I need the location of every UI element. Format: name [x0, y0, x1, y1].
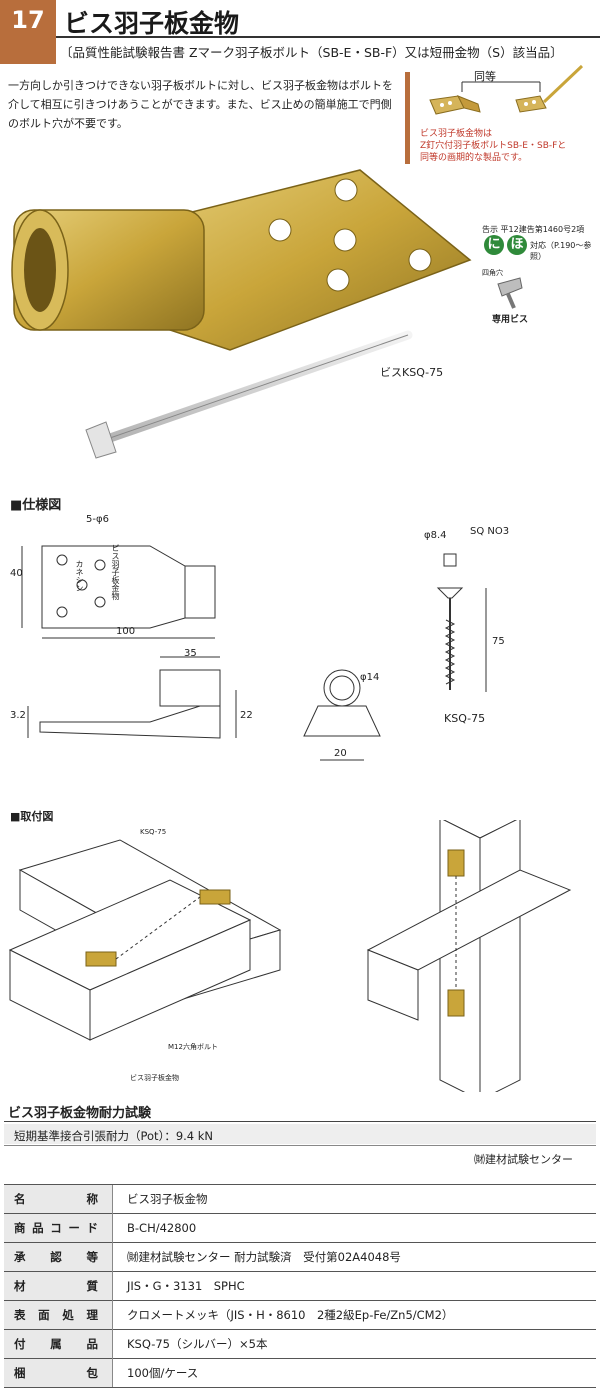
screw-label: ビスKSQ-75: [380, 366, 444, 379]
spec-value: B-CH/42800: [112, 1213, 596, 1243]
spec-key: 表面処理: [4, 1300, 113, 1330]
dim-3-2: 3.2: [10, 710, 26, 721]
screw-ksq-75: [85, 330, 413, 459]
dim-phi8-4: φ8.4: [424, 530, 447, 541]
test-divider-top: [4, 1121, 596, 1122]
spec-value: ビス羽子板金物: [112, 1184, 596, 1214]
dim-75: 75: [492, 636, 505, 647]
plate-mark-product: ビス羽子板金物: [111, 544, 120, 600]
dim-40: 40: [10, 568, 23, 579]
sq-no3: SQ NO3: [470, 526, 510, 537]
spec-key: 梱包: [4, 1358, 113, 1388]
table-row: 材質 JIS・G・3131 SPHC: [4, 1271, 596, 1301]
spec-value: JIS・G・3131 SPHC: [112, 1271, 596, 1301]
mount-label-ksq: KSQ-75: [140, 828, 167, 836]
product-photo: [11, 169, 472, 459]
notice-text: 告示 平12建告第1460号2項: [482, 225, 585, 234]
dim-22: 22: [240, 710, 253, 721]
badge-ni: に: [484, 235, 504, 255]
spec-key: 名称: [4, 1184, 113, 1214]
test-row: [4, 1124, 596, 1144]
ksq-label: KSQ-75: [444, 712, 486, 725]
side-note-line-1: ビス羽子板金物は: [420, 129, 493, 139]
table-row: 梱包 100個/ケース: [4, 1358, 596, 1388]
plate-mark-brand: カネシン: [75, 560, 84, 592]
test-divider-bottom: [4, 1145, 596, 1146]
hardware-small-icon: [429, 95, 481, 115]
table-row: 承認等 ㈶建材試験センター 耐力試験済 受付第02A4048号: [4, 1242, 596, 1272]
spec-key: 承認等: [4, 1242, 113, 1272]
same-label: 同等: [474, 70, 496, 83]
table-row: 表面処理 クロメートメッキ（JIS・H・8610 2種2級Ep-Fe/Zn5/C…: [4, 1300, 596, 1330]
section-number-badge: 17: [0, 0, 56, 64]
dim-phi14: φ14: [360, 672, 380, 683]
spec-heading: ■仕様図: [10, 498, 62, 513]
dim-100: 100: [116, 626, 136, 637]
header-divider: [56, 36, 600, 38]
spec-value: KSQ-75（シルバー）×5本: [112, 1329, 596, 1359]
badge-ho: ほ: [507, 235, 527, 255]
hanaita-bolt-icon: [515, 64, 584, 113]
section-number: 17: [11, 6, 45, 34]
dedicated-screw-label: 専用ビス: [492, 315, 529, 325]
spec-value: ㈶建材試験センター 耐力試験済 受付第02A4048号: [112, 1242, 596, 1272]
spec-drawing: [21, 545, 487, 761]
taio-text: 対応（P.190～参照）: [530, 241, 592, 261]
spec-value: 100個/ケース: [112, 1358, 596, 1388]
spec-value: クロメートメッキ（JIS・H・8610 2種2級Ep-Fe/Zn5/CM2）: [112, 1300, 596, 1330]
spec-key: 商品コード: [4, 1213, 113, 1243]
spec-key: 材質: [4, 1271, 113, 1301]
mount-heading: ■取付図: [10, 810, 54, 823]
mount-label-metal: ビス羽子板金物: [130, 1074, 179, 1082]
table-row: 商品コード B-CH/42800: [4, 1213, 596, 1243]
comparison-illustration: [429, 64, 584, 115]
test-organization: ㈶建材試験センター: [474, 1153, 573, 1166]
holes-dim: 5-φ6: [86, 514, 109, 525]
mount-label-bolt: M12六角ボルト: [168, 1043, 218, 1051]
page-subtitle: 〔品質性能試験報告書 Zマーク羽子板ボルト（SB-E・SB-F）又は短冊金物（S…: [60, 45, 563, 60]
mount-drawing: [8, 820, 572, 1092]
side-note: ビス羽子板金物は Z釘穴付羽子板ボルトSB-E・SB-Fと 同等の画期的な製品で…: [420, 128, 566, 164]
page-title: ビス羽子板金物: [64, 9, 240, 38]
dim-20: 20: [334, 748, 347, 759]
side-note-line-3: 同等の画期的な製品です。: [420, 153, 528, 163]
intro-text: 一方向しか引きつけできない羽子板ボルトに対し、ビス羽子板金物はボルトを介して相互…: [8, 79, 393, 130]
screw-head-icon: [497, 277, 523, 309]
side-note-line-2: Z釘穴付羽子板ボルトSB-E・SB-Fと: [420, 141, 567, 151]
test-title: ビス羽子板金物耐力試験: [8, 1106, 152, 1121]
square-hole-label: 四角穴: [482, 269, 503, 277]
dim-35: 35: [184, 648, 197, 659]
test-value: 短期基準接合引張耐力（Pot）：9.4 kN: [14, 1129, 214, 1143]
table-row: 付属品 KSQ-75（シルバー）×5本: [4, 1329, 596, 1359]
side-accent-bar: [405, 72, 410, 164]
spec-key: 付属品: [4, 1329, 113, 1359]
spec-table: 名称 ビス羽子板金物 商品コード B-CH/42800 承認等 ㈶建材試験センタ…: [4, 1184, 596, 1388]
table-row: 名称 ビス羽子板金物: [4, 1184, 596, 1214]
